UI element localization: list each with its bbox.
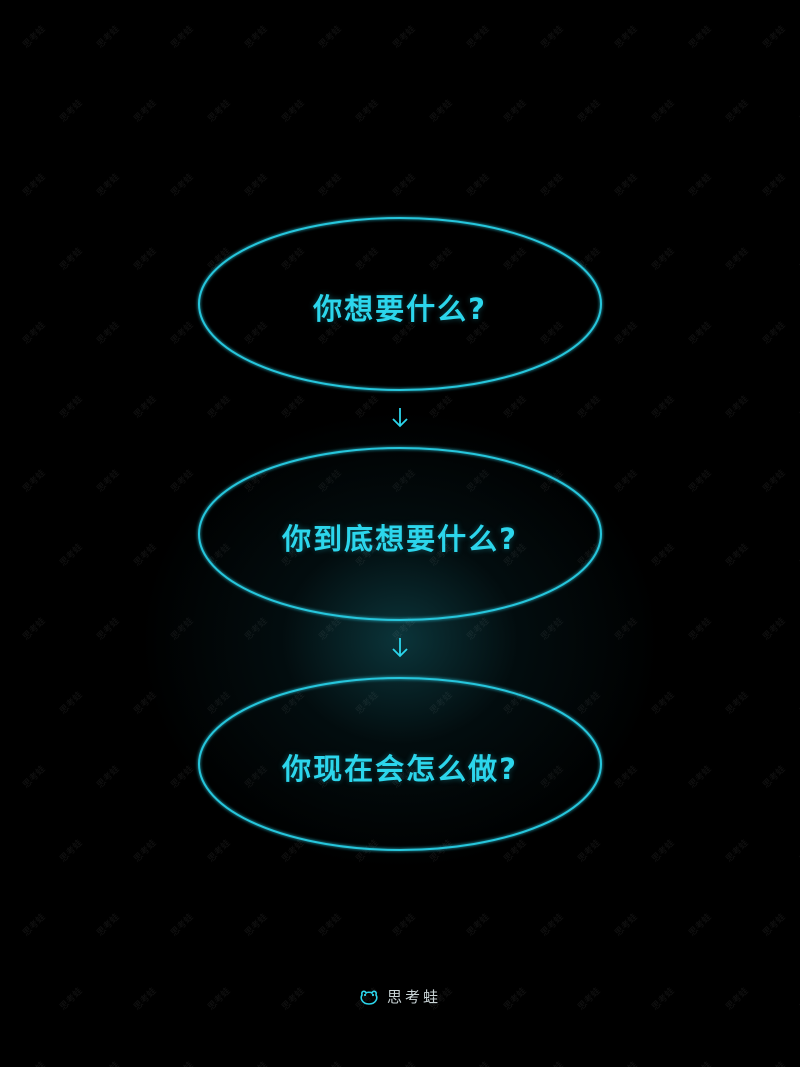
node2-ellipse bbox=[198, 447, 602, 621]
node3-label: 你现在会怎么做? bbox=[282, 752, 518, 786]
arrow-down-icon bbox=[392, 638, 408, 658]
node1-label: 你想要什么? bbox=[313, 292, 487, 326]
brand-name: 思考蛙 bbox=[386, 988, 441, 1006]
frog-icon bbox=[360, 989, 378, 1005]
node3-ellipse bbox=[198, 677, 602, 851]
arrow-down-icon bbox=[392, 408, 408, 428]
node2-label: 你到底想要什么? bbox=[282, 522, 518, 556]
brand-footer: 思考蛙 bbox=[0, 986, 800, 1007]
node1-ellipse bbox=[198, 217, 602, 391]
